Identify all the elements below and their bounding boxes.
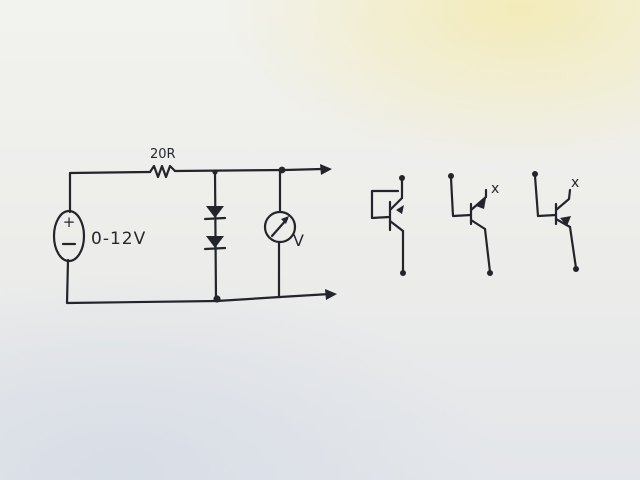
t3-emitter-diagonal: [554, 217, 572, 229]
resistor: [148, 164, 177, 179]
diode-2-bar-icon: [203, 246, 227, 251]
wire-resistor-to-top-rail: [173, 167, 324, 173]
t1-emitter-diagonal: [388, 219, 405, 233]
t2-base-lead: [449, 176, 473, 218]
source-voltage-label: 0-12V: [91, 229, 146, 249]
diode-stack: [203, 169, 227, 303]
t2-collector-diagonal: [469, 188, 488, 212]
terminal-dot: [400, 270, 406, 276]
t3-base-lead: [533, 174, 558, 218]
t1-emitter-arrow-icon: [396, 205, 404, 214]
terminal-dot: [573, 266, 579, 272]
voltmeter-label: V: [293, 231, 304, 250]
t2-arrow-icon: [476, 198, 486, 209]
source-plus-sign: +: [63, 213, 76, 231]
t1-collector-diagonal: [388, 196, 404, 212]
diode-2-triangle-icon: [206, 236, 224, 248]
wire-source-bottom: [65, 258, 219, 305]
t3-arrow-icon: [560, 216, 571, 226]
terminal-dot: [532, 171, 538, 177]
transistor-2-mark: x: [491, 181, 499, 197]
transistor-sketch-2: [448, 173, 493, 276]
voltmeter-needle-head-icon: [281, 216, 289, 224]
wire-source-top: [68, 170, 152, 214]
t2-emitter-diagonal: [469, 218, 487, 231]
junction-dot: [212, 169, 218, 175]
source-circle-icon: [52, 209, 86, 263]
t1-base-wire: [370, 189, 400, 220]
junction-dot: [278, 166, 286, 174]
terminal-dot: [487, 270, 493, 276]
resistor-zigzag-icon: [148, 164, 177, 179]
transistor-3-mark: x: [571, 175, 579, 191]
voltmeter: [263, 168, 297, 299]
voltage-source: +: [52, 209, 86, 263]
transistor-sketch-1: [370, 175, 406, 276]
voltmeter-circle-icon: [263, 210, 297, 244]
t2-emitter-lead: [483, 227, 492, 274]
diode-1-bar-icon: [203, 216, 227, 221]
t3-collector-diagonal: [554, 188, 572, 212]
junction-dot: [213, 295, 221, 303]
terminal-dot: [448, 173, 454, 179]
junctions: [212, 166, 286, 303]
transistor-sketch-3: [532, 171, 579, 272]
t3-emitter-lead: [568, 225, 578, 270]
resistor-value-label: 20R: [150, 147, 176, 162]
diode-1-triangle-icon: [206, 206, 224, 218]
output-arrow-top-icon: [320, 164, 332, 175]
output-arrow-bottom-icon: [325, 289, 337, 300]
wire-bottom-rail: [215, 292, 332, 303]
